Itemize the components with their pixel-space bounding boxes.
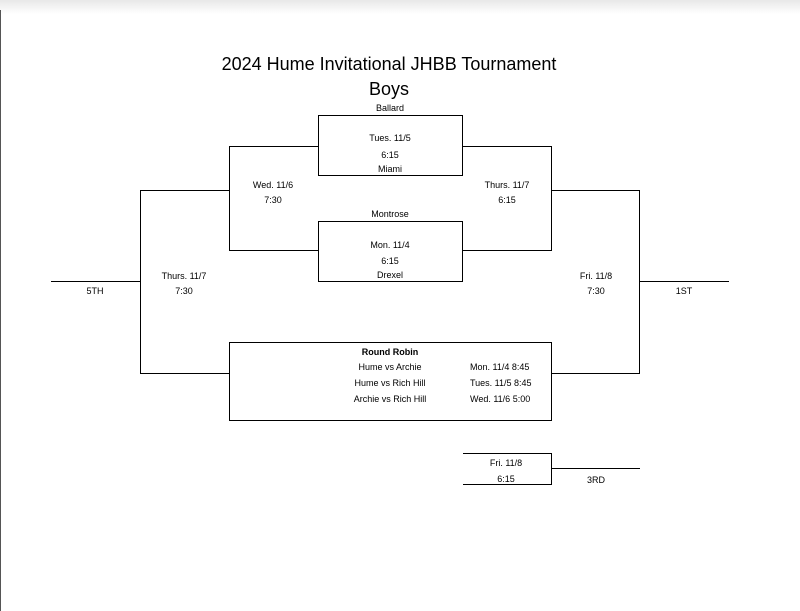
round-robin-matchup: Archie vs Rich Hill bbox=[353, 394, 427, 404]
game-time: 7:30 bbox=[264, 195, 282, 205]
place-label-5th: 5TH bbox=[86, 286, 104, 296]
team-drexel: Drexel bbox=[376, 270, 404, 280]
game-date: Mon. 11/4 bbox=[370, 240, 410, 250]
game-time: 6:15 bbox=[381, 150, 399, 160]
game-time: 7:30 bbox=[175, 286, 193, 296]
page-top-shadow bbox=[0, 0, 800, 14]
page-title: 2024 Hume Invitational JHBB Tournament bbox=[221, 54, 557, 74]
team-ballard: Ballard bbox=[375, 103, 405, 113]
page-subtitle: Boys bbox=[368, 79, 410, 99]
game-time: 6:15 bbox=[497, 474, 515, 484]
game-date: Thurs. 11/7 bbox=[484, 180, 530, 190]
place-label-1st: 1ST bbox=[675, 286, 693, 296]
game-date: Fri. 11/8 bbox=[579, 271, 613, 281]
round-robin-heading: Round Robin bbox=[361, 347, 419, 357]
game-time: 6:15 bbox=[498, 195, 516, 205]
round-robin-schedule: Tues. 11/5 8:45 bbox=[470, 378, 532, 388]
game-time: 7:30 bbox=[587, 286, 605, 296]
team-miami: Miami bbox=[378, 164, 402, 174]
game-date: Thurs. 11/7 bbox=[161, 271, 207, 281]
game-date: Tues. 11/5 bbox=[369, 133, 411, 143]
round-robin-matchup: Hume vs Rich Hill bbox=[354, 378, 426, 388]
round-robin-schedule: Mon. 11/4 8:45 bbox=[470, 362, 530, 372]
place-label-3rd: 3RD bbox=[586, 475, 606, 485]
game-time: 6:15 bbox=[381, 256, 399, 266]
game-date: Wed. 11/6 bbox=[252, 180, 294, 190]
game-date: Fri. 11/8 bbox=[489, 458, 523, 468]
team-montrose: Montrose bbox=[371, 209, 409, 219]
round-robin-matchup: Hume vs Archie bbox=[358, 362, 422, 372]
round-robin-schedule: Wed. 11/6 5:00 bbox=[470, 394, 531, 404]
page-left-edge bbox=[0, 10, 1, 611]
